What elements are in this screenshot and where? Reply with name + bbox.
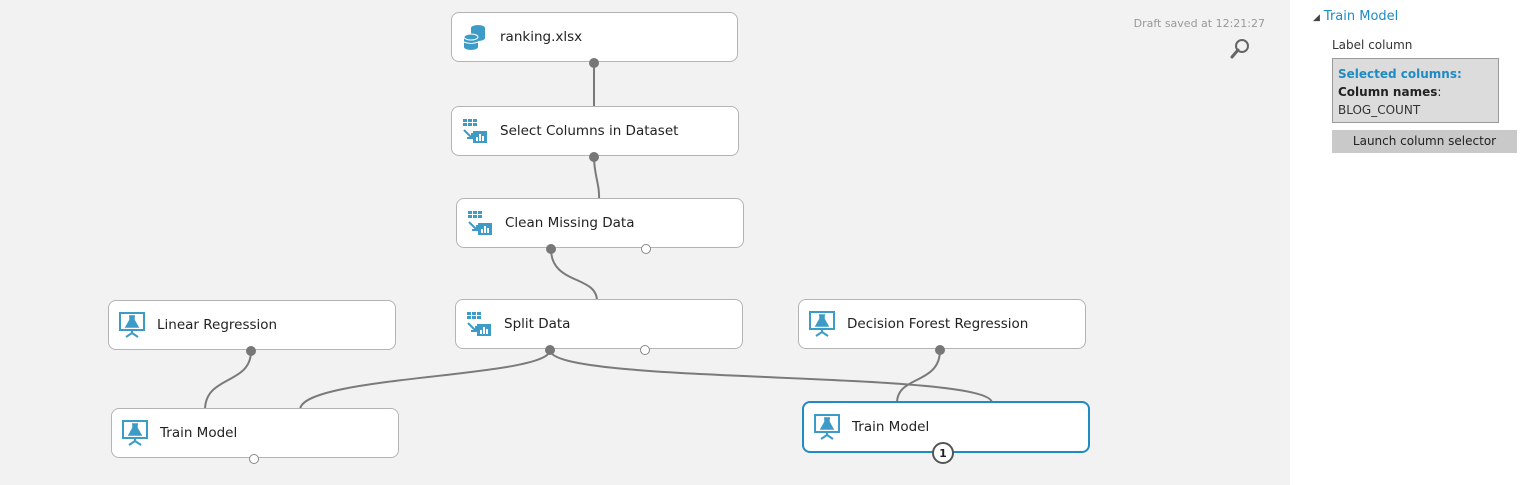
module-label: ranking.xlsx [500,29,583,45]
module-label: Decision Forest Regression [847,316,1029,332]
output-port[interactable] [545,345,555,355]
module-label: Train Model [852,419,930,435]
module-train-model-left[interactable]: Train Model [111,408,399,458]
data-transform-icon [464,309,494,339]
connector-split-to-train-left [299,349,551,411]
data-transform-icon [460,116,490,146]
column-names-label: Column names [1338,85,1438,99]
launch-column-selector-button[interactable]: Launch column selector [1332,130,1517,153]
module-decision-forest-regression[interactable]: Decision Forest Regression [798,299,1086,349]
output-port[interactable] [589,58,599,68]
ml-flask-icon [120,418,150,448]
label-column-caption: Label column [1332,38,1413,52]
panel-title: Train Model [1323,9,1399,24]
connector-clean-to-split [550,248,598,302]
connector-select-to-clean [593,156,601,201]
output-port[interactable] [589,152,599,162]
module-label: Train Model [160,425,238,441]
module-select-columns[interactable]: Select Columns in Dataset [451,106,739,156]
module-label: Linear Regression [157,317,278,333]
module-ranking-xlsx[interactable]: ranking.xlsx [451,12,738,62]
module-split-data[interactable]: Split Data [455,299,743,349]
connector-forest-to-train-right [896,349,941,404]
module-label: Select Columns in Dataset [500,123,679,139]
module-linear-regression[interactable]: Linear Regression [108,300,396,350]
module-label: Split Data [504,316,571,332]
experiment-canvas[interactable]: ranking.xlsx Select Columns in Dataset [0,0,1290,485]
column-names-sep: : [1437,85,1442,99]
connector-split-to-train-right [549,349,993,404]
module-clean-missing-data[interactable]: Clean Missing Data [456,198,744,248]
module-label: Clean Missing Data [505,215,635,231]
selected-columns-box: Selected columns: Column names: BLOG_COU… [1332,58,1499,123]
column-names-line: Column names: [1338,83,1493,101]
output-port[interactable] [246,346,256,356]
ml-flask-icon [812,412,842,442]
column-value: BLOG_COUNT [1338,103,1421,117]
output-port-unconnected[interactable] [249,454,259,464]
ml-flask-icon [807,309,837,339]
draft-status: Draft saved at 12:21:27 [1133,17,1265,30]
module-train-model-right[interactable]: Train Model [802,401,1090,453]
output-port[interactable] [546,244,556,254]
output-port-unconnected[interactable] [640,345,650,355]
collapse-triangle-icon[interactable]: ◢ [1313,13,1320,23]
dataset-icon [460,22,490,52]
selected-columns-heading: Selected columns: [1338,67,1462,81]
panel-section-header[interactable]: ◢Train Model [1313,9,1398,24]
output-port[interactable] [935,345,945,355]
output-port-unconnected[interactable] [641,244,651,254]
magnifier-icon[interactable] [1230,38,1250,60]
ml-flask-icon [117,310,147,340]
validation-badge[interactable]: 1 [932,442,954,464]
connector-linear-to-train [204,350,252,411]
data-transform-icon [465,208,495,238]
